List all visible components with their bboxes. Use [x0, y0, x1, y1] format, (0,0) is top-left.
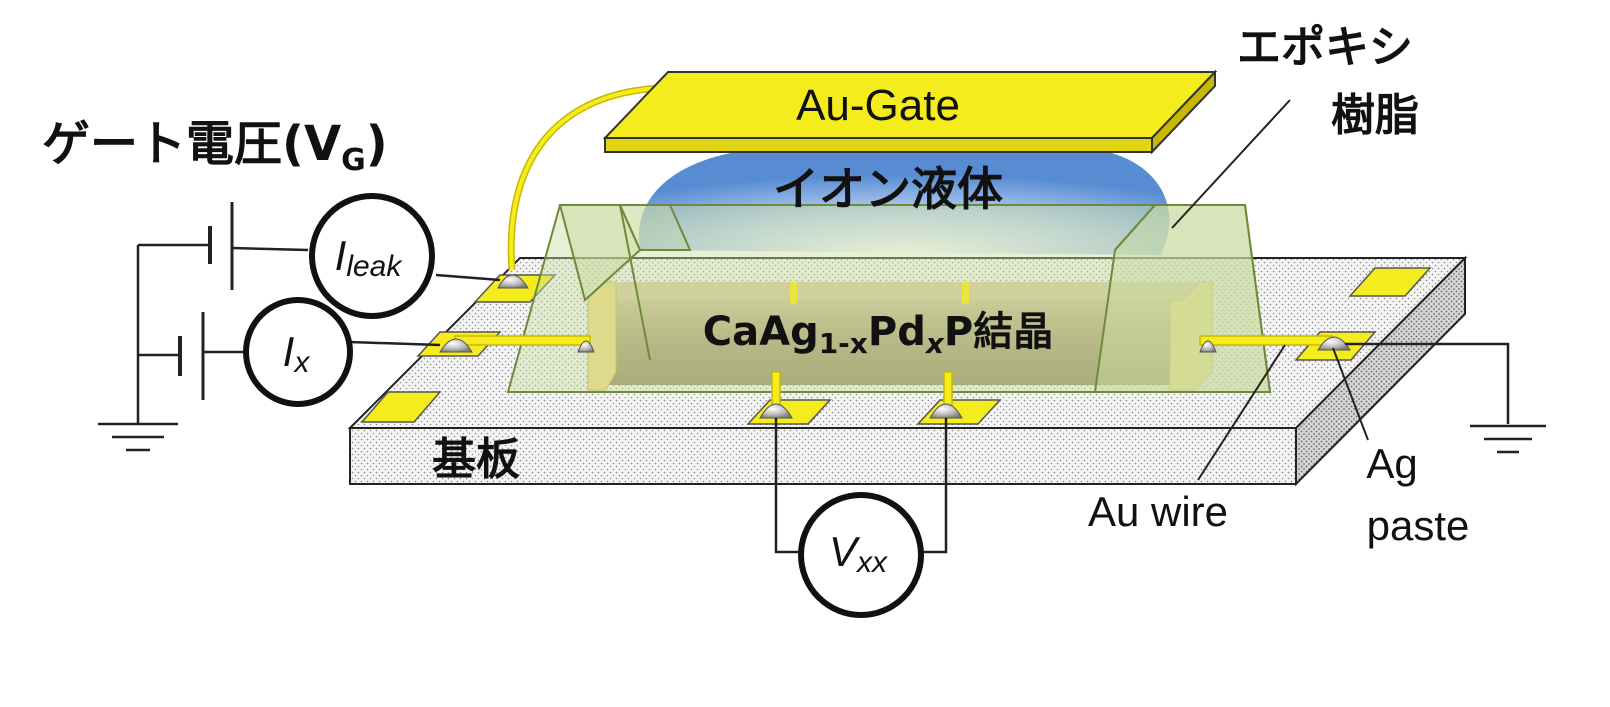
bead-current-in	[439, 338, 473, 353]
meter-ileak-circle	[309, 193, 435, 319]
wire-current-in	[454, 335, 591, 346]
au-gate-side	[1151, 69, 1216, 155]
ag-paste-beads	[439, 274, 1351, 419]
ag-paste-label-line2: paste	[1367, 502, 1470, 549]
wire-voltage-2-top	[962, 282, 969, 304]
meter-ix-label: Ix	[283, 328, 311, 379]
meter-vxx: Vxx	[798, 492, 924, 618]
meter-vxx-circle	[798, 492, 924, 618]
gate-wire	[509, 86, 661, 271]
wire-voltage-2	[943, 371, 953, 409]
vxx-left-lead	[774, 418, 800, 554]
crystal-rod-top	[600, 282, 1200, 300]
bead-gate	[497, 274, 529, 289]
meter-vxx-label: Vxx	[829, 528, 888, 579]
ionic-liquid-drop	[638, 148, 1170, 255]
pad-spare-right	[1348, 267, 1432, 297]
ix-to-pad	[349, 340, 441, 347]
leader-au-wire	[1197, 344, 1286, 481]
bead-voltage-2	[929, 403, 963, 419]
wires	[454, 84, 1333, 409]
bead-crystal-right	[1199, 340, 1217, 353]
au-gate-front	[604, 137, 1153, 153]
ionic-liquid-label: イオン液体	[773, 162, 1003, 216]
au-gate	[602, 69, 1218, 155]
meter-ix: Ix	[243, 297, 353, 407]
epoxy-label-line1: エポキシ	[1237, 22, 1413, 73]
ileak-to-pad	[435, 273, 501, 282]
crystal-rod-body	[600, 300, 1182, 385]
crystal-label: CaAg1-xPdxP結晶	[703, 309, 1053, 360]
ag-paste-label-line1: Ag	[1366, 440, 1417, 487]
gate-battery-to-meter	[231, 246, 309, 252]
wire-voltage-1-top	[790, 282, 797, 304]
epoxy-left-edge	[619, 204, 651, 361]
bead-crystal-left	[577, 340, 595, 353]
wire-voltage-1	[771, 371, 781, 409]
vxx-right-lead	[922, 418, 948, 554]
epoxy-left-face	[618, 204, 692, 251]
substrate-label: 基板	[432, 434, 520, 485]
epoxy-resin	[506, 204, 1272, 393]
epoxy-label-line2: 樹脂	[1331, 90, 1419, 141]
leader-ag-paste	[1332, 347, 1369, 441]
gate-voltage-label: ゲート電圧(VG)	[42, 116, 388, 178]
circuit	[98, 99, 1546, 554]
bead-voltage-1	[759, 403, 793, 419]
right-rail	[1345, 342, 1510, 424]
epoxy-right-edge	[1114, 204, 1156, 251]
au-wire-label: Au wire	[1088, 488, 1228, 535]
pad-spare-left	[360, 391, 442, 423]
meter-ileak-label: Ileak	[335, 232, 404, 283]
bead-current-out	[1317, 336, 1351, 351]
wire-current-out	[1199, 335, 1333, 346]
meter-ileak: Ileak	[309, 193, 435, 319]
meter-ix-circle	[243, 297, 353, 407]
au-gate-label: Au-Gate	[796, 81, 960, 130]
leader-epoxy	[1171, 99, 1291, 229]
crystal-rod	[587, 281, 1213, 391]
